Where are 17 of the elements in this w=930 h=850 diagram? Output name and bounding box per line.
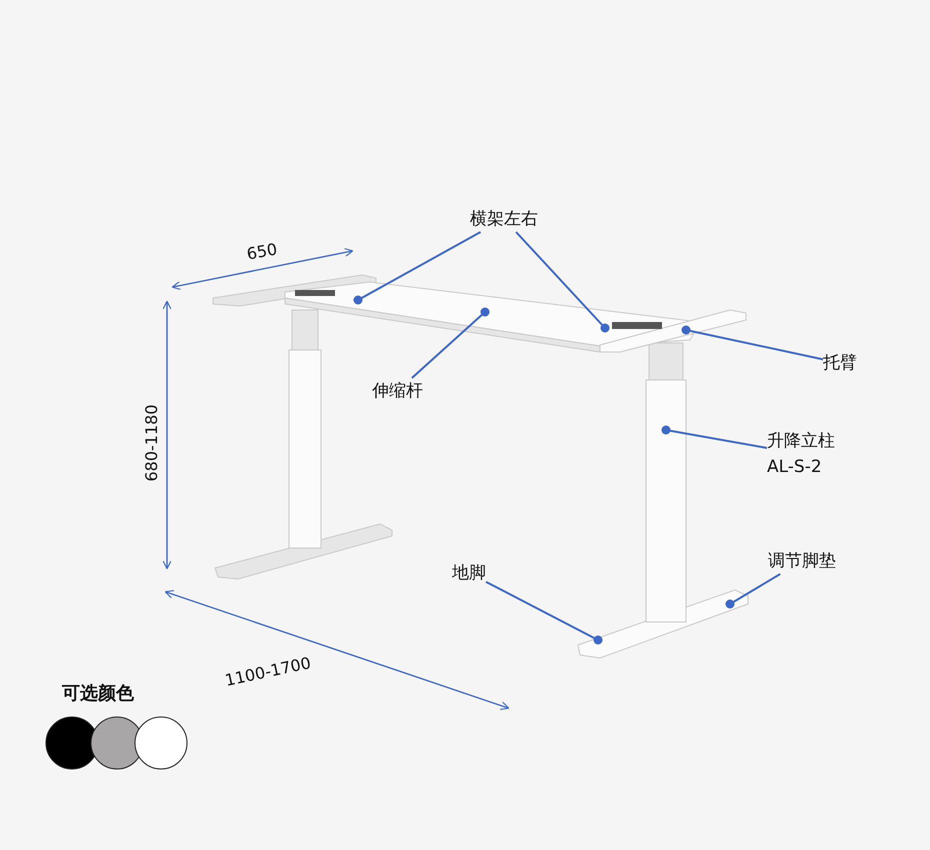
leader-line	[354, 231, 482, 304]
leader-line	[515, 231, 610, 332]
leader-line	[682, 326, 824, 360]
dimension-label: 650	[245, 240, 279, 264]
dimension-label: 680-1180	[142, 404, 162, 482]
part-label: 升降立柱	[767, 430, 835, 453]
part-label: 地脚	[452, 562, 486, 585]
part-label: AL-S-2	[767, 456, 823, 479]
part-label: 伸缩杆	[372, 380, 423, 403]
leader-line	[662, 426, 768, 449]
leader-line	[726, 573, 781, 608]
leader-line	[411, 308, 490, 379]
part-label: 横架左右	[470, 208, 538, 231]
color-options-heading: 可选颜色	[62, 684, 134, 704]
leader-line	[486, 580, 602, 644]
part-label: 托臂	[823, 352, 857, 375]
part-label: 调节脚垫	[768, 550, 836, 573]
